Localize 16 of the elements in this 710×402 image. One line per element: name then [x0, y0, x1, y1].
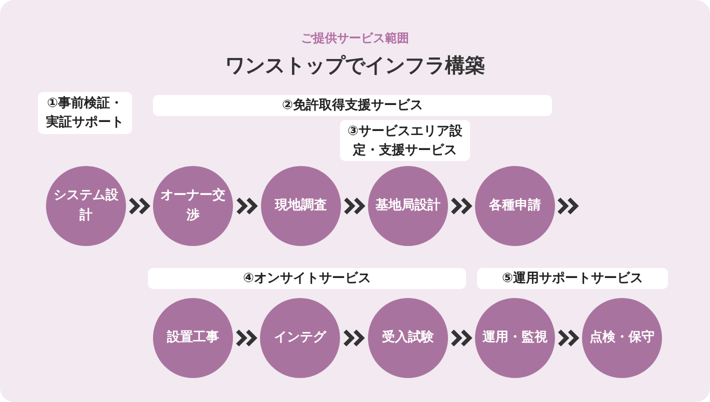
chevron-arrow: [558, 329, 580, 347]
chevron-arrow: [236, 329, 258, 347]
title: ワンストップでインフラ構築: [224, 52, 486, 78]
service-label: ③サービスエリア設定・支援サービス: [340, 120, 470, 161]
chevron-arrow: [343, 329, 365, 347]
chevron-arrow: [450, 329, 472, 347]
chevron-arrow: [236, 197, 258, 215]
chevron-arrow: [344, 197, 366, 215]
service-label: ②免許取得支援サービス: [153, 95, 552, 116]
subtitle: ご提供サービス範囲: [300, 30, 410, 47]
service-label: ①事前検証・実証サポート: [38, 92, 132, 134]
service-label: ④オンサイトサービス: [148, 268, 466, 289]
service-label: ⑤運用サポートサービス: [477, 268, 668, 289]
chevron-arrow: [557, 197, 579, 215]
chevron-arrow: [128, 197, 150, 215]
chevron-arrow: [450, 197, 472, 215]
